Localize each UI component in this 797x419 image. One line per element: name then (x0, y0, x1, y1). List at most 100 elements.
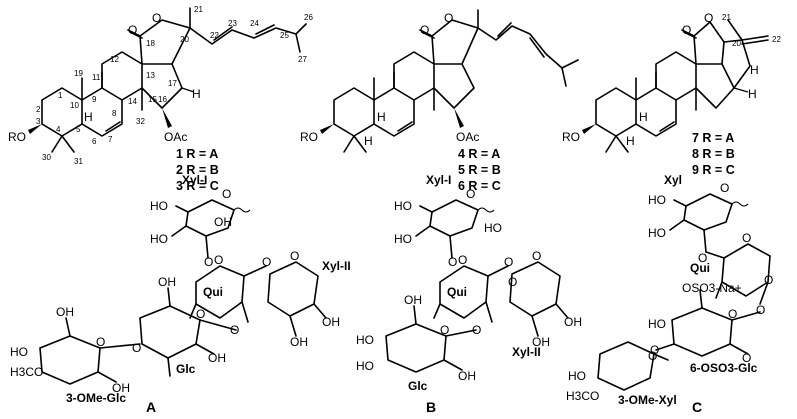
carbon-numbering: 18 21 20 22 23 24 25 26 27 12 13 17 11 1… (36, 5, 313, 166)
glc-label-b: Glc (408, 379, 428, 393)
c25-number: 25 (280, 31, 289, 40)
xyl-label-c: Xyl (664, 173, 682, 187)
ring-o-xyl-ii-a: O (290, 249, 299, 263)
compound-7-9-skeleton (582, 19, 769, 153)
h17-label: H (192, 87, 201, 101)
c3-number: 3 (36, 117, 41, 126)
r-assign-4: 4 R = A (458, 147, 500, 161)
c6-number: 6 (92, 137, 97, 146)
c9-number: 9 (92, 95, 97, 104)
glc-label-a: Glc (176, 362, 196, 376)
o-misc-c-2: O (742, 351, 751, 365)
c14-number: 14 (128, 97, 137, 106)
r-assign-9: 9 R = C (692, 163, 735, 177)
osulfate-na-c: OSO3-Na+ (682, 281, 742, 295)
ho-misc-b: HO (484, 221, 502, 235)
c17-number: 17 (168, 79, 177, 88)
r-assign-5: 5 R = B (458, 163, 501, 177)
ome-xyl-label-c: 3-OMe-Xyl (618, 393, 677, 407)
sugar-chain-a-bonds (39, 199, 327, 385)
ring-o-xyl-i-b: O (466, 187, 475, 201)
oh-xyl-ii-2-b: OH (532, 335, 550, 349)
c24-number: 24 (250, 19, 259, 28)
h-right-label-3: H (748, 87, 757, 101)
qui-label-c: Qui (690, 261, 710, 275)
oh-xyl-ii-1-a: OH (322, 315, 340, 329)
h3co-omexyl-c: H3CO (566, 389, 599, 403)
o-link-qui-xyl-ii-a: O (262, 255, 271, 269)
oh-xyl-ii-2-a: OH (290, 335, 308, 349)
sugar-chain-c-labels: Xyl Qui 6-OSO3-Glc 3-OMe-Xyl O HO HO O O… (566, 173, 773, 415)
panel-label-c: C (692, 399, 702, 415)
h5-label-3: H (626, 134, 635, 148)
c21-number: 21 (194, 5, 203, 14)
r-assign-1: 1 R = A (176, 147, 218, 161)
c22-number-3: 22 (772, 35, 781, 44)
h5-label-2: H (364, 134, 373, 148)
c2-number: 2 (36, 105, 41, 114)
c22-number: 22 (210, 31, 219, 40)
c32-number: 32 (136, 117, 145, 126)
qui-label-a: Qui (203, 285, 223, 299)
oh-omeglc-6-a: OH (56, 305, 74, 319)
r-assignment-1-3: 1 R = A 2 R = B 3 R = C (176, 147, 219, 193)
c23-number: 23 (228, 19, 237, 28)
carbonyl-o-label: O (128, 23, 137, 37)
c20-number-3: 20 (732, 39, 741, 48)
r-assign-8: 8 R = B (692, 147, 735, 161)
ro-label-2: RO (300, 130, 318, 144)
h9-label-3: H (639, 110, 648, 124)
carbonyl-o-label-3: O (682, 23, 691, 37)
sugar-chain-b-bonds (385, 199, 569, 373)
ring-o-label: O (152, 11, 161, 25)
c13-number: 13 (146, 71, 155, 80)
h3co-omeglc-a: H3CO (10, 365, 43, 379)
oh-glc-6-a: OH (158, 275, 176, 289)
c18-number: 18 (146, 39, 155, 48)
r-assignment-4-6: 4 R = A 5 R = B 6 R = C (458, 147, 501, 193)
h9-label-2: H (377, 110, 386, 124)
c12-number: 12 (110, 55, 119, 64)
ring-o-xyl-ii-b-2: O (508, 275, 517, 289)
o-link-qui-xyl-ii-b: O (504, 255, 513, 269)
xyl-ii-label-a: Xyl-II (322, 259, 351, 273)
ro-label: RO (8, 130, 26, 144)
r-assignment-7-9: 7 R = A 8 R = B 9 R = C (692, 131, 735, 177)
o-link-qui-glc-b: O (472, 323, 481, 337)
ring-o-glc-a: O (196, 307, 205, 321)
ring-o-glc-b: O (440, 323, 449, 337)
ro-label-3: RO (562, 130, 580, 144)
ring-o-glc-c: O (728, 307, 737, 321)
c21-number-3: 21 (722, 13, 731, 22)
c1-number: 1 (58, 91, 63, 100)
ho-glc-c: HO (648, 317, 666, 331)
r-assign-6: 6 R = C (458, 179, 501, 193)
panel-label-a: A (146, 399, 156, 415)
ring-o-label-2: O (444, 11, 453, 25)
oh-misc-a: OH (214, 215, 232, 229)
ho-xyl-top-c: HO (648, 193, 666, 207)
ring-o-qui-a: O (214, 253, 223, 267)
o-link-xyl-qui-a: O (204, 255, 213, 269)
o-link-qui-glc-c: O (756, 303, 765, 317)
ring-o-label-3: O (704, 11, 713, 25)
oh-omeglc-2-a: OH (112, 381, 130, 395)
c7-number: 7 (108, 135, 113, 144)
ring-o-xyl-ii-b: O (532, 249, 541, 263)
o-link-qui-glc-a: O (230, 323, 239, 337)
ho-omexyl-c: HO (568, 369, 586, 383)
compound-1-3-skeleton (28, 7, 307, 153)
ho-glc-3-b: HO (356, 359, 374, 373)
c10-number: 10 (70, 101, 79, 110)
ring-o-omexyl-c: O (648, 349, 657, 363)
r-assign-7: 7 R = A (692, 131, 734, 145)
c20-number: 20 (180, 35, 189, 44)
oac-label: OAc (164, 130, 187, 144)
c19-number: 19 (74, 69, 83, 78)
o-link-xyl-qui-b: O (448, 255, 457, 269)
ring-o-qui-b: O (458, 253, 467, 267)
sugar-chain-a-labels: Xyl-I Qui Xyl-II Glc 3-OMe-Glc O HO HO O… (10, 173, 351, 415)
c15-number: 15 (148, 95, 157, 104)
ring-o-qui-c: O (742, 231, 751, 245)
o-link-glc-omeglc-a: O (132, 341, 141, 355)
